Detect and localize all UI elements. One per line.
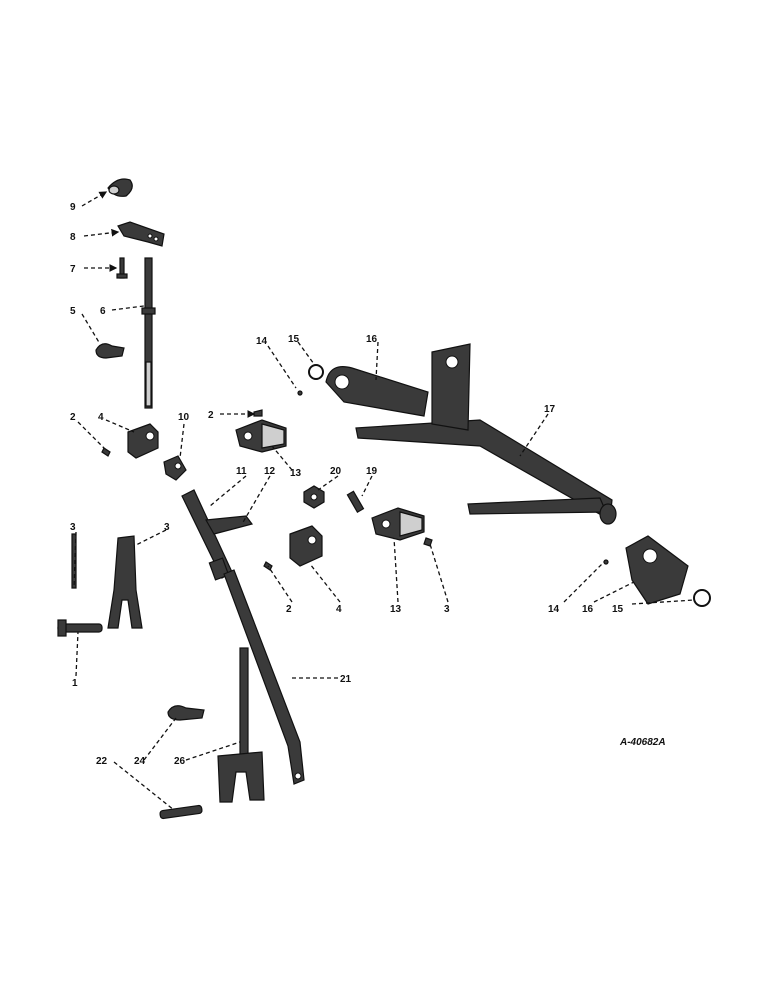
figure-reference: A-40682A bbox=[619, 737, 666, 748]
clevis-pin-part bbox=[57, 619, 103, 637]
block-part bbox=[289, 525, 323, 567]
callout-4: 4 bbox=[98, 412, 104, 423]
clip-part bbox=[167, 705, 205, 721]
callout-11: 11 bbox=[236, 466, 247, 477]
long-rod-part bbox=[223, 569, 305, 785]
callout-2: 2 bbox=[208, 410, 214, 421]
pin-part bbox=[116, 257, 128, 279]
callout-12: 12 bbox=[264, 466, 276, 477]
callout-5: 5 bbox=[70, 306, 76, 317]
callout-19: 19 bbox=[366, 466, 378, 477]
washer-part bbox=[693, 589, 711, 607]
callout-17: 17 bbox=[544, 404, 556, 415]
clevis-pin-part bbox=[159, 804, 203, 820]
clevis-part bbox=[371, 507, 425, 541]
callout-9: 9 bbox=[70, 202, 76, 213]
set-screw-part bbox=[101, 447, 111, 457]
callout-10: 10 bbox=[178, 412, 190, 423]
knob-part bbox=[107, 178, 133, 197]
fork-rod-part bbox=[217, 647, 265, 803]
callout-4: 4 bbox=[336, 604, 342, 615]
callout-3: 3 bbox=[70, 522, 76, 533]
clevis-part bbox=[235, 419, 287, 453]
callout-15: 15 bbox=[612, 604, 624, 615]
callout-16: 16 bbox=[582, 604, 594, 615]
callout-16: 16 bbox=[366, 334, 378, 345]
callout-26: 26 bbox=[174, 756, 186, 767]
callout-20: 20 bbox=[330, 466, 342, 477]
callout-2: 2 bbox=[286, 604, 292, 615]
callout-6: 6 bbox=[100, 306, 106, 317]
callout-21: 21 bbox=[340, 674, 352, 685]
callout-14: 14 bbox=[548, 604, 560, 615]
lever-handle-part bbox=[117, 221, 165, 247]
bracket-part bbox=[625, 535, 689, 605]
shift-rod-part bbox=[141, 257, 156, 409]
block-part bbox=[127, 423, 159, 459]
callout-8: 8 bbox=[70, 232, 76, 243]
washer-part bbox=[308, 364, 324, 380]
clip-part bbox=[95, 343, 125, 359]
nut-part bbox=[303, 485, 325, 509]
link-part bbox=[181, 489, 254, 581]
callout-2: 2 bbox=[70, 412, 76, 423]
callout-24: 24 bbox=[134, 756, 146, 767]
callout-3: 3 bbox=[164, 522, 170, 533]
leader-lines bbox=[73, 191, 695, 811]
bracket-part bbox=[325, 366, 429, 417]
small-ball-part bbox=[297, 390, 303, 396]
fork-part bbox=[107, 535, 143, 629]
callout-15: 15 bbox=[288, 334, 300, 345]
callout-1: 1 bbox=[72, 678, 78, 689]
callout-labels: 9 8 7 6 5 14 15 16 17 2 4 10 2 13 11 12 … bbox=[70, 202, 624, 767]
callout-13: 13 bbox=[290, 468, 302, 479]
small-ball-part bbox=[603, 559, 609, 565]
callout-7: 7 bbox=[70, 264, 76, 275]
cross-shaft-part bbox=[355, 343, 617, 525]
callout-3: 3 bbox=[444, 604, 450, 615]
callout-14: 14 bbox=[256, 336, 268, 347]
callout-13: 13 bbox=[390, 604, 402, 615]
eyebolt-part bbox=[163, 455, 187, 481]
screw-part bbox=[253, 409, 263, 417]
callout-22: 22 bbox=[96, 756, 108, 767]
bolt-part bbox=[346, 490, 365, 513]
